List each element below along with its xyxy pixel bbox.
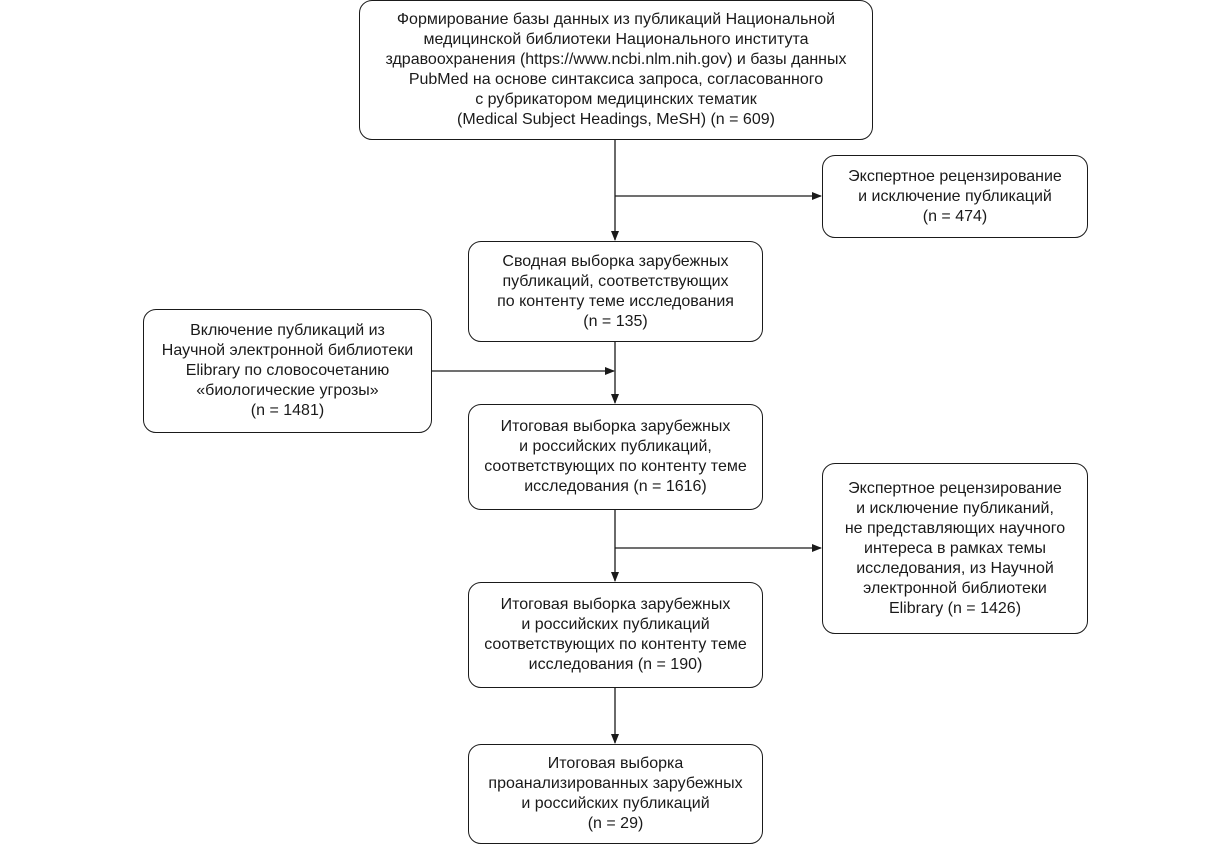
summary-sample-text: Сводная выборка зарубежных публикаций, с… (497, 252, 734, 332)
elibrary-line: Научной электронной библиотеки (161, 342, 414, 359)
review-1-line: и исключение публикаций (858, 187, 1052, 205)
final-3-line: Итоговая выборка (547, 755, 684, 772)
final-2-line: соответствующих по контенту теме (484, 636, 747, 653)
final-3-line: проанализированных зарубежных (488, 775, 743, 792)
database-formation-text: Формирование базы данных из публикаций Н… (385, 10, 846, 130)
database-line: Формирование базы данных из публикаций Н… (396, 11, 836, 28)
elibrary-line: (n = 1481) (250, 402, 325, 419)
elibrary-line: Elibrary по словосочетанию (185, 362, 390, 379)
summary-line: (n = 135) (583, 312, 648, 330)
review-2-line: не представляющих научного (844, 519, 1066, 537)
elibrary-line: «биологические угрозы» (196, 382, 379, 399)
final-sample-text-2: Итоговая выборка зарубежных и российских… (484, 595, 747, 675)
database-line: здравоохранения (https://www.ncbi.nlm.ni… (385, 51, 847, 68)
final-2-line: исследования (n = 190) (528, 656, 703, 673)
final-sample-text-1: Итоговая выборка зарубежных и российских… (484, 417, 747, 497)
expert-review-text-2: Экспертное рецензирование и исключение п… (845, 479, 1065, 619)
database-line: медицинской библиотеки Национального инс… (423, 31, 809, 48)
database-line: PubMed на основе синтаксиса запроса, сог… (408, 71, 824, 88)
final-2-line: и российских публикаций (521, 616, 710, 633)
final-1-line: соответствующих по контенту теме (484, 458, 747, 475)
expert-review-box-2: Экспертное рецензирование и исключение п… (822, 463, 1088, 634)
expert-review-box-1: Экспертное рецензирование и исключение п… (822, 155, 1088, 238)
final-3-line: (n = 29) (587, 815, 644, 832)
final-analyzed-sample-box: Итоговая выборка проанализированных зару… (468, 744, 763, 844)
review-1-line: (n = 474) (922, 207, 988, 225)
final-sample-box-2: Итоговая выборка зарубежных и российских… (468, 582, 763, 688)
final-1-line: и российских публикаций, (519, 438, 712, 455)
review-2-line: электронной библиотеки (863, 579, 1047, 597)
final-1-line: Итоговая выборка зарубежных (500, 418, 731, 435)
final-sample-box-1: Итоговая выборка зарубежных и российских… (468, 404, 763, 510)
expert-review-text-1: Экспертное рецензирование и исключение п… (848, 167, 1062, 227)
elibrary-line: Включение публикаций из (190, 322, 385, 339)
review-2-line: Elibrary (n = 1426) (888, 599, 1022, 617)
review-2-line: интереса в рамках темы (864, 539, 1046, 557)
review-2-line: исследования, из Научной (856, 559, 1054, 577)
summary-line: по контенту теме исследования (497, 292, 734, 310)
summary-sample-box: Сводная выборка зарубежных публикаций, с… (468, 241, 763, 342)
elibrary-inclusion-box: Включение публикаций из Научной электрон… (143, 309, 432, 433)
summary-line: публикаций, соответствующих (502, 272, 729, 290)
review-2-line: и исключение публиканий, (856, 499, 1054, 517)
final-1-line: исследования (n = 1616) (524, 478, 707, 495)
database-line: с рубрикатором медицинских тематик (475, 91, 757, 108)
review-2-line: Экспертное рецензирование (848, 479, 1062, 497)
summary-line: Сводная выборка зарубежных (502, 252, 729, 270)
final-analyzed-sample-text: Итоговая выборка проанализированных зару… (488, 754, 742, 834)
final-2-line: Итоговая выборка зарубежных (500, 596, 731, 613)
database-formation-box: Формирование базы данных из публикаций Н… (359, 0, 873, 140)
final-3-line: и российских публикаций (521, 795, 710, 812)
elibrary-inclusion-text: Включение публикаций из Научной электрон… (162, 321, 413, 421)
database-line: (Medical Subject Headings, MeSH) (n = 60… (457, 111, 775, 128)
review-1-line: Экспертное рецензирование (848, 167, 1062, 185)
